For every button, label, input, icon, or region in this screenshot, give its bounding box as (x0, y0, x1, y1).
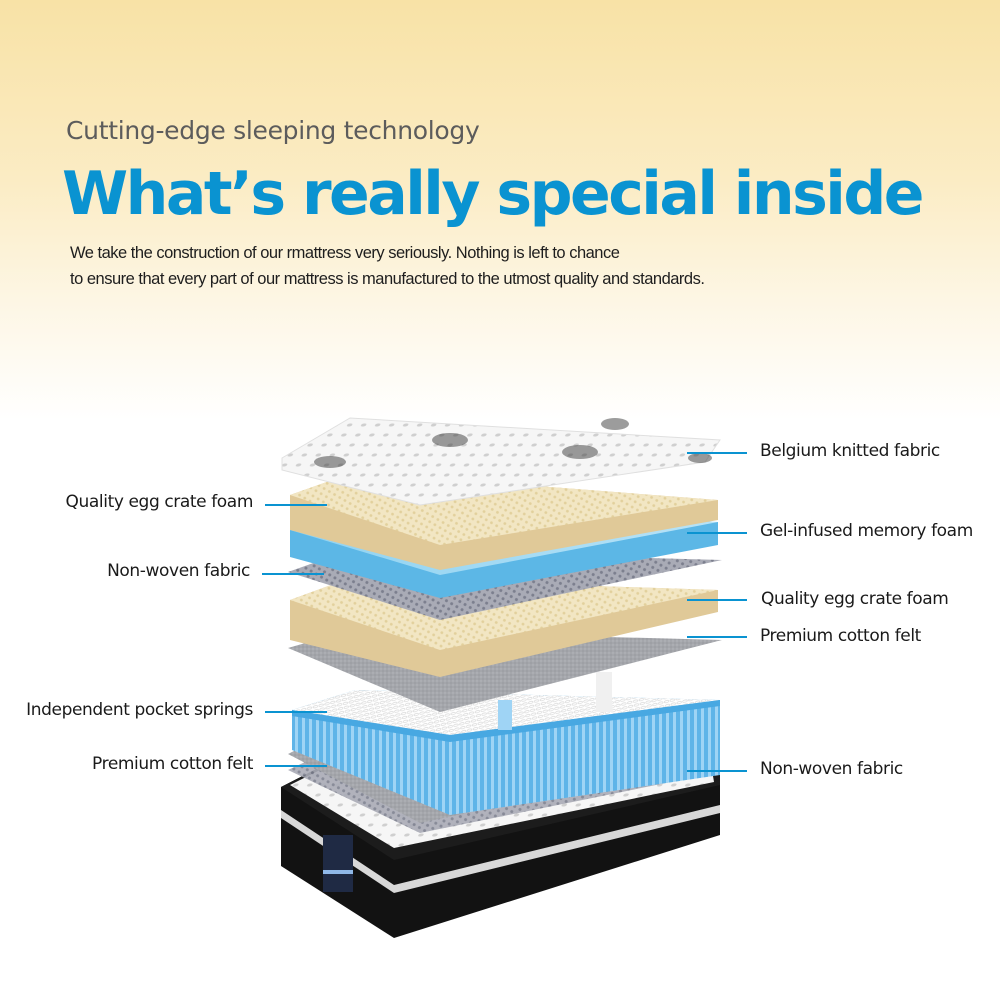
label-quality-egg-crate-foam-left: Quality egg crate foam (65, 492, 254, 512)
label-non-woven-fabric-right: Non-woven fabric (760, 759, 903, 779)
layer-belgium-knitted-fabric (281, 417, 721, 506)
label-premium-cotton-felt-right: Premium cotton felt (760, 626, 921, 646)
subtitle: Cutting-edge sleeping technology (66, 116, 480, 145)
page-title: What’s really special inside (62, 159, 925, 229)
label-quality-egg-crate-foam-right: Quality egg crate foam (761, 589, 949, 609)
leader-line (687, 452, 747, 454)
leader-line (687, 636, 747, 638)
leader-line (687, 770, 747, 772)
intro-line-2: to ensure that every part of our mattres… (70, 270, 705, 288)
leader-line (265, 504, 327, 506)
layer-pocket-springs (292, 672, 720, 815)
leader-line (262, 573, 324, 575)
label-non-woven-fabric-left: Non-woven fabric (107, 561, 250, 581)
leader-line (265, 765, 327, 767)
intro-text: We take the construction of our rmattres… (70, 240, 705, 292)
leader-line (265, 711, 327, 713)
label-belgium-knitted-fabric: Belgium knitted fabric (760, 441, 940, 461)
leader-line (687, 532, 747, 534)
intro-line-1: We take the construction of our rmattres… (70, 244, 620, 262)
label-independent-pocket-springs: Independent pocket springs (26, 700, 253, 720)
leader-line (687, 599, 747, 601)
label-premium-cotton-felt-left: Premium cotton felt (92, 754, 253, 774)
label-gel-infused-memory-foam: Gel-infused memory foam (760, 521, 973, 541)
